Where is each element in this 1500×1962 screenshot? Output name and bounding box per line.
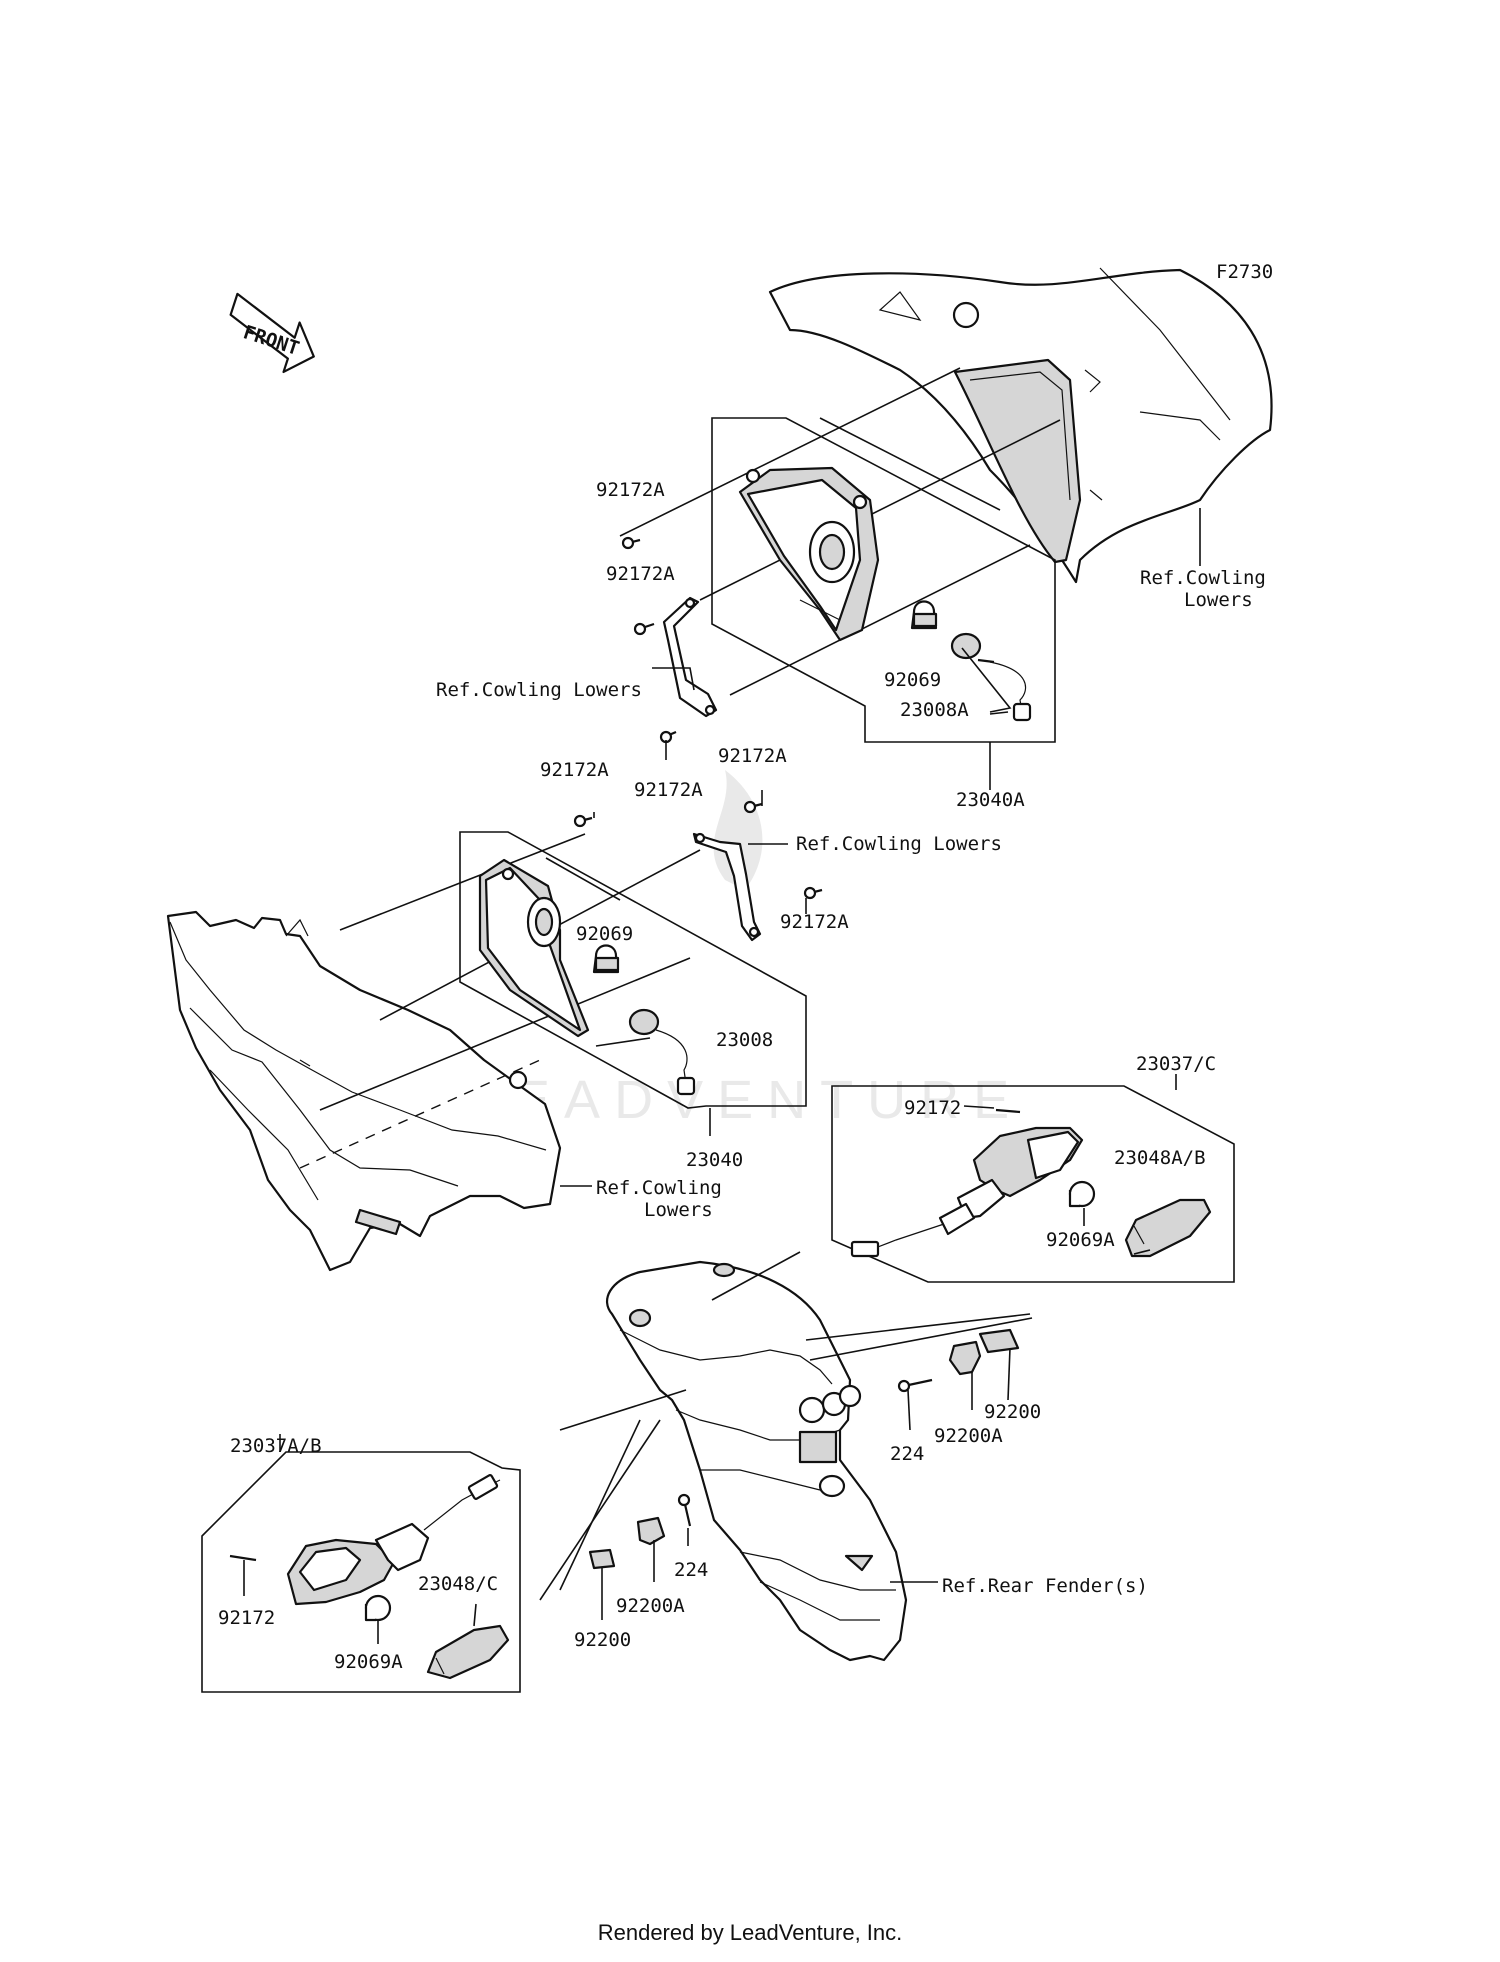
footer-credit: Rendered by LeadVenture, Inc. (597, 1920, 903, 1945)
turn-signal-23037C (850, 1126, 1084, 1258)
label-92172A-4: 92172A (540, 759, 609, 781)
plate-92200-right (978, 1328, 1020, 1354)
screw-92172-left (229, 1554, 257, 1562)
socket-23008 (628, 1008, 696, 1096)
label-ref-cowling-top-right-2: Lowers (1184, 589, 1253, 611)
guide-lines-fender (539, 1251, 1033, 1601)
label-23037C: 23037/C (1136, 1053, 1216, 1075)
rear-fender (606, 1260, 908, 1662)
label-ref-rear-fender: Ref.Rear Fender(s) (942, 1575, 1148, 1597)
label-92172A-5: 92172A (718, 745, 787, 767)
label-23037AB: 23037A/B (230, 1435, 322, 1457)
label-23048AB: 23048A/B (1114, 1147, 1206, 1169)
label-23040A: 23040A (956, 789, 1025, 811)
front-arrow-icon: FRONT (229, 292, 315, 374)
label-92069A-right: 92069A (1046, 1229, 1115, 1251)
labels: F2730 92172A 92172A Ref.Cowling Lowers 9… (218, 261, 1273, 1673)
guide-lines-mid (299, 833, 701, 1169)
turn-signal-23037AB (286, 1474, 501, 1606)
guide-lines-upper (619, 367, 1061, 696)
lens-23048C (426, 1624, 510, 1680)
label-92172-left: 92172 (218, 1607, 275, 1629)
box-23037C (831, 1085, 1235, 1283)
watermark: LEADVENTURE (470, 770, 1023, 1130)
leader-lines (243, 508, 1201, 1644)
label-23048C: 23048/C (418, 1573, 498, 1595)
label-92069-mid: 92069 (576, 923, 633, 945)
screw-92172-right (995, 1108, 1021, 1114)
watermark-text: LEADVENTURE (470, 1070, 1023, 1130)
label-ref-cowling-lower-1: Ref.Cowling (596, 1177, 722, 1199)
box-23040A (711, 417, 1056, 743)
label-23008A: 23008A (900, 699, 969, 721)
label-ref-cowling-mid: Ref.Cowling Lowers (796, 833, 1002, 855)
bulb-92069-top (910, 600, 938, 630)
box-23037AB (201, 1451, 521, 1693)
bulb-92069-mid (592, 944, 620, 974)
lamp-23040A (738, 466, 880, 642)
label-92172A-6: 92172A (780, 911, 849, 933)
screw-92172A-6 (803, 886, 823, 900)
socket-23008A (950, 632, 1032, 722)
label-92069A-left: 92069A (334, 1651, 403, 1673)
screw-92172A-5 (743, 800, 763, 814)
plate-92200A-left (636, 1516, 666, 1546)
label-92200A-right: 92200A (934, 1425, 1003, 1447)
bulb-92069A-right (1068, 1180, 1096, 1208)
figure-code: F2730 (1216, 261, 1273, 283)
label-92200A-left: 92200A (616, 1595, 685, 1617)
left-cowling (166, 910, 562, 1272)
plate-92200A-right (948, 1340, 982, 1376)
bulb-92069A-left (364, 1594, 392, 1622)
label-224-right: 224 (890, 1443, 924, 1465)
box-23040 (459, 831, 807, 1109)
lamp-23040 (478, 858, 590, 1038)
label-92200-left: 92200 (574, 1629, 631, 1651)
upper-right-cowling (768, 267, 1273, 584)
label-23040: 23040 (686, 1149, 743, 1171)
bracket-upper (662, 596, 718, 718)
plate-92200-left (588, 1548, 616, 1570)
label-92069-top: 92069 (884, 669, 941, 691)
bracket-mid (692, 832, 762, 942)
label-92172-right: 92172 (904, 1097, 961, 1119)
label-92172A-1: 92172A (596, 479, 665, 501)
label-92200-right: 92200 (984, 1401, 1041, 1423)
label-ref-cowling-top-right-1: Ref.Cowling (1140, 567, 1266, 589)
label-23008: 23008 (716, 1029, 773, 1051)
lens-23048AB (1124, 1198, 1212, 1258)
screw-92172A-4 (573, 814, 593, 828)
label-ref-cowling-lower-2: Lowers (644, 1199, 713, 1221)
screw-224-right (897, 1378, 933, 1393)
screw-224-left (677, 1493, 692, 1527)
label-92172A-3: 92172A (634, 779, 703, 801)
screw-92172A-1 (621, 536, 641, 550)
screw-92172A-3 (659, 730, 677, 744)
label-ref-cowling-upper-left: Ref.Cowling Lowers (436, 679, 642, 701)
label-224-left: 224 (674, 1559, 708, 1581)
label-92172A-2: 92172A (606, 563, 675, 585)
screw-92172A-2 (633, 622, 655, 636)
